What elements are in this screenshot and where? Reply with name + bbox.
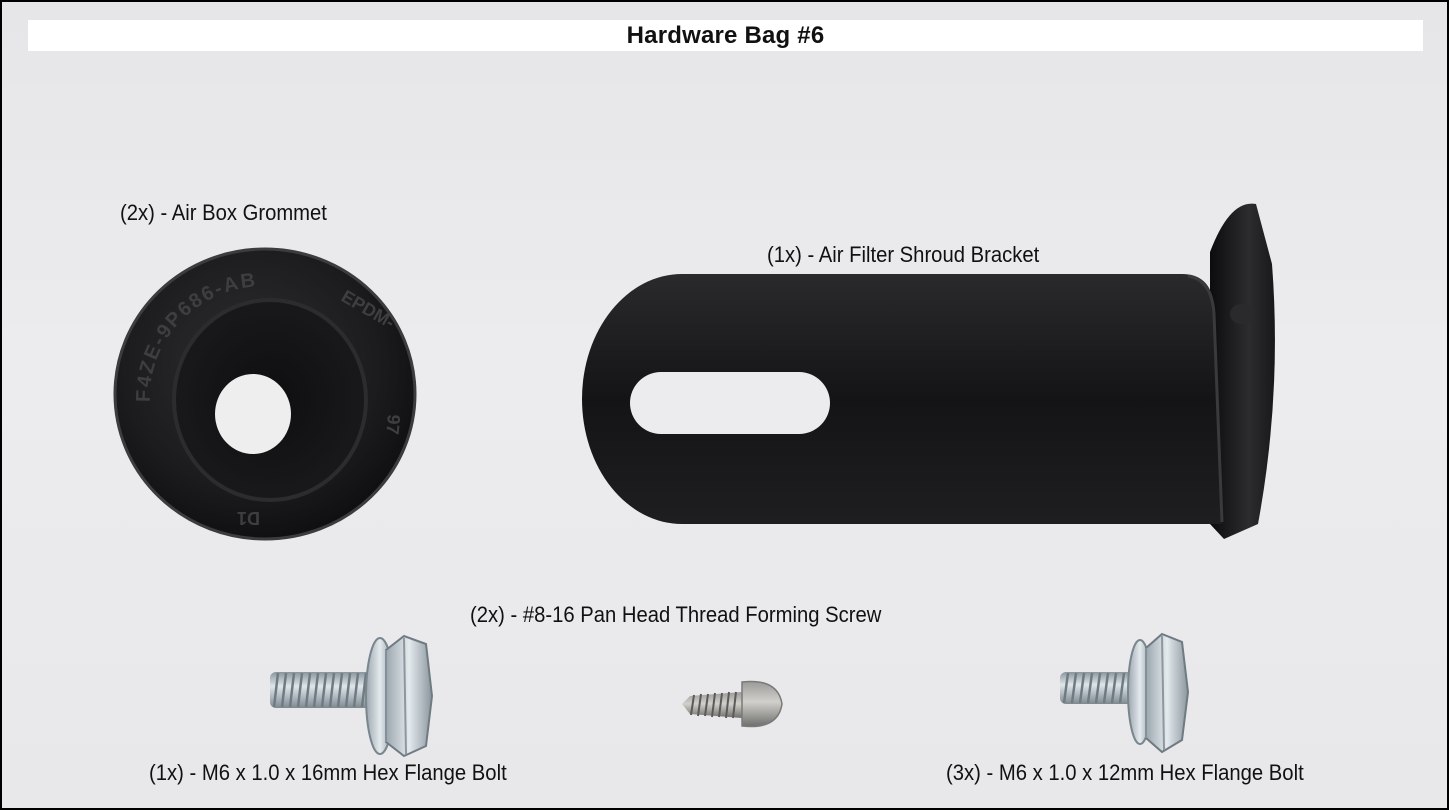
part-label-grommet: (2x) - Air Box Grommet (120, 200, 327, 225)
grommet-marking: D1 (237, 508, 260, 528)
page-title: Hardware Bag #6 (626, 21, 825, 49)
part-label-bolt-12mm: (3x) - M6 x 1.0 x 12mm Hex Flange Bolt (946, 760, 1304, 785)
grommet-marking: 97 (382, 414, 404, 436)
part-label-bolt-16mm: (1x) - M6 x 1.0 x 16mm Hex Flange Bolt (149, 760, 507, 785)
bolt-icon (270, 634, 434, 758)
part-label-screw: (2x) - #8-16 Pan Head Thread Forming Scr… (470, 602, 882, 627)
title-bar: Hardware Bag #6 (28, 20, 1423, 51)
screw-icon (682, 680, 783, 728)
bolt-icon (1060, 632, 1190, 754)
grommet-icon: F4ZE-9P686-AB EPDM- D1 97 (113, 247, 417, 541)
part-label-bracket: (1x) - Air Filter Shroud Bracket (767, 242, 1040, 267)
bracket-icon (582, 203, 1275, 539)
